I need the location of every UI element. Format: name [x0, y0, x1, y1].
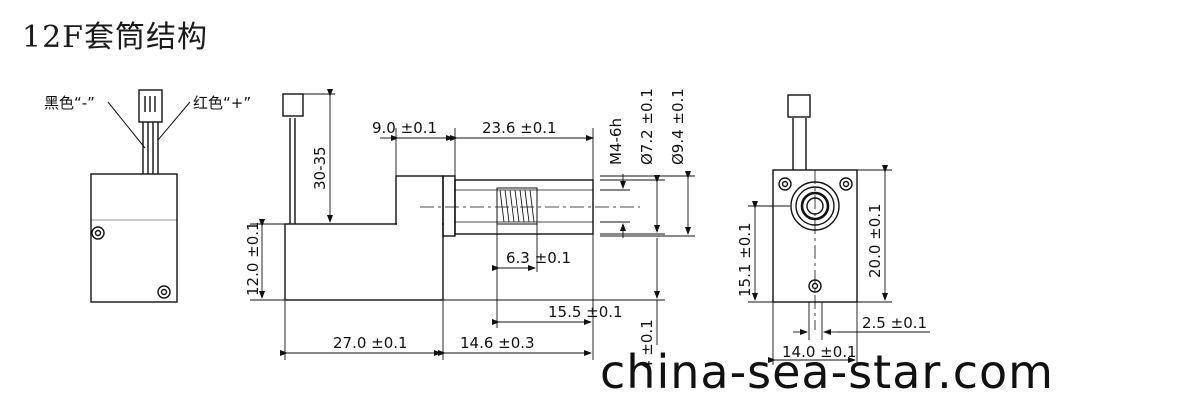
dim-20-0: 20.0 ±0.1	[866, 203, 884, 278]
screw-icon	[778, 177, 792, 191]
dim-dia-9-4: Ø9.4 ±0.1	[669, 88, 687, 165]
dim-wire-length: 30-35	[311, 146, 329, 190]
dim-14-0: 14.0 ±0.1	[782, 343, 857, 361]
side-view-body	[284, 223, 444, 301]
dim-14-6: 14.6 ±0.3	[460, 334, 535, 352]
dim-23-6: 23.6 ±0.1	[482, 119, 557, 137]
dim-9-0: 9.0 ±0.1	[372, 119, 437, 137]
front-view-dimensions	[748, 165, 930, 365]
dim-6-3: 6.3 ±0.1	[506, 249, 571, 267]
black-wire-label: 黑色“-”	[44, 94, 95, 112]
screw-icon	[91, 226, 105, 240]
wire-connector	[138, 89, 163, 123]
wire-connector-side	[282, 93, 304, 117]
dim-15-1: 15.1 ±0.1	[736, 222, 754, 297]
front-view	[772, 94, 858, 330]
back-view-body	[90, 173, 178, 303]
side-view-dimensions	[250, 89, 695, 360]
dim-2-5: 2.5 ±0.1	[862, 314, 927, 332]
screw-icon	[157, 285, 171, 299]
red-wire-label: 红色“+”	[193, 94, 251, 112]
watermark: china-sea-star.com	[600, 345, 1054, 399]
back-view	[90, 89, 191, 303]
dim-partial-4: 4 ±0.1	[638, 319, 656, 370]
side-view	[282, 93, 640, 301]
dim-dia-7-2: Ø7.2 ±0.1	[638, 88, 656, 165]
screw-icon	[839, 177, 853, 191]
dim-thread: M4-6h	[607, 118, 625, 165]
dim-12-0: 12.0 ±0.1	[244, 221, 262, 296]
dim-15-5: 15.5 ±0.1	[548, 303, 623, 321]
drawing-title: 12F套筒结构	[22, 20, 208, 55]
wire-connector-front	[787, 94, 811, 118]
dim-27-0: 27.0 ±0.1	[333, 334, 408, 352]
